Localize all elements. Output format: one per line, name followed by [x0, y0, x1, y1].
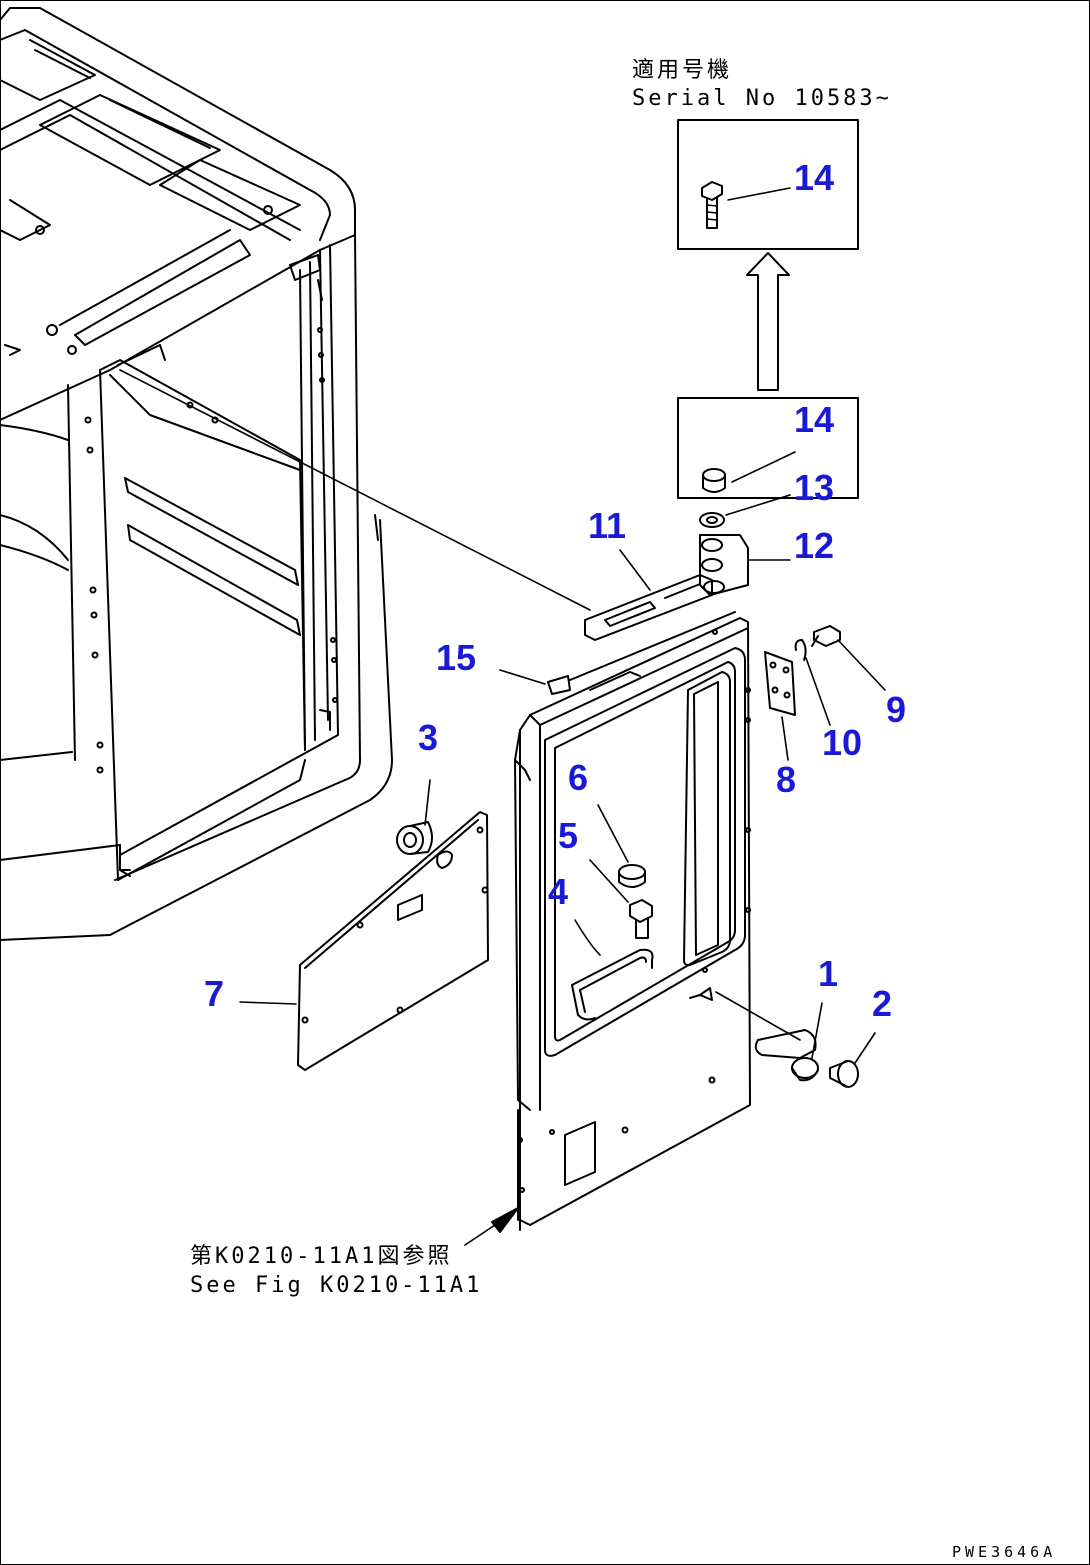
hinge-bolt-icon: [811, 625, 886, 691]
callout-13: 13: [794, 467, 835, 508]
callout-9: 9: [886, 689, 907, 730]
callout-7: 7: [204, 973, 225, 1014]
callout-2: 2: [872, 983, 893, 1024]
callout-15: 15: [436, 637, 477, 678]
cab-body: [0, 7, 393, 941]
callout-10: 10: [822, 722, 863, 763]
callout-12: 12: [794, 525, 835, 566]
reference-arrow-icon: [491, 1207, 519, 1233]
callout-14-upper: 14: [794, 157, 835, 198]
callout-4: 4: [548, 871, 569, 912]
callout-5: 5: [558, 815, 579, 856]
hinge-arm-icon: [584, 574, 713, 641]
cap-icon: [597, 804, 646, 888]
callout-1: 1: [818, 953, 839, 994]
see-fig-note-jp: 第K0210-11A1図参照: [190, 1244, 453, 1269]
hinge-assembly: [499, 494, 886, 761]
callout-6: 6: [568, 757, 589, 798]
serial-box-upper: [677, 119, 859, 250]
side-panel: [239, 779, 489, 1071]
outer-handle-icon: [754, 1002, 823, 1082]
knob-icon: [589, 859, 653, 939]
serial-detail: [677, 119, 859, 499]
hinge-plate-icon: [764, 651, 796, 716]
callout-8: 8: [776, 759, 797, 800]
serial-note-jp: 適用号機: [632, 58, 733, 83]
callout-11: 11: [588, 505, 627, 546]
callout-14-lower: 14: [794, 399, 835, 440]
serial-box-lower: [677, 397, 859, 499]
bolt-icon: [701, 181, 723, 229]
door-panel: [464, 611, 876, 1246]
spring-washer-icon: [794, 639, 807, 661]
serial-note-en: Serial No 10583~: [632, 86, 892, 111]
pin-icon: [547, 675, 571, 695]
grommet-icon: [396, 779, 433, 855]
inner-handle-icon: [571, 948, 654, 986]
see-fig-note-en: See Fig K0210-11A1: [190, 1273, 483, 1298]
nut-icon: [702, 468, 726, 493]
lock-cylinder-icon: [829, 1032, 876, 1088]
assembly-leader-line: [119, 369, 591, 611]
drawing-code: PWE3646A: [952, 1543, 1057, 1561]
washer-icon: [699, 512, 725, 528]
upgrade-arrow-icon: [746, 252, 790, 391]
callout-3: 3: [418, 717, 439, 758]
